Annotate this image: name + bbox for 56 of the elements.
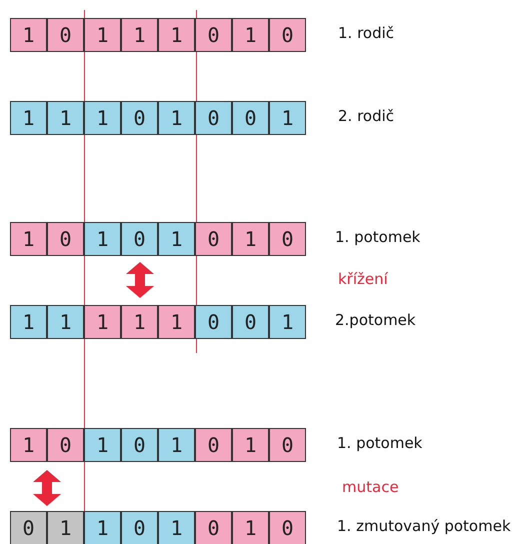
bit-cell: 1 bbox=[10, 101, 47, 135]
bit-cell: 1 bbox=[84, 101, 121, 135]
bit-cell: 0 bbox=[232, 101, 269, 135]
bit-cell: 1 bbox=[158, 18, 195, 52]
row-label: 2.potomek bbox=[335, 311, 416, 329]
bit-cell: 1 bbox=[232, 511, 269, 544]
row-label: 1. zmutovaný potomek bbox=[337, 517, 511, 535]
bit-cell: 1 bbox=[47, 101, 84, 135]
row-label: 2. rodič bbox=[338, 107, 394, 125]
bit-cell: 0 bbox=[47, 428, 84, 462]
bit-cell: 0 bbox=[195, 101, 232, 135]
operation-label: mutace bbox=[342, 478, 399, 496]
bit-cell: 0 bbox=[269, 511, 306, 544]
row-label: 1. potomek bbox=[335, 228, 420, 246]
bit-cell: 1 bbox=[158, 305, 195, 339]
bit-cell: 0 bbox=[195, 511, 232, 544]
bit-cell: 1 bbox=[121, 305, 158, 339]
row-label: 1. rodič bbox=[338, 24, 394, 42]
bit-cell: 1 bbox=[47, 305, 84, 339]
bit-cell: 0 bbox=[121, 428, 158, 462]
bit-cell: 0 bbox=[269, 18, 306, 52]
bit-cell: 0 bbox=[195, 428, 232, 462]
bit-cell: 0 bbox=[195, 18, 232, 52]
bit-cell: 0 bbox=[269, 428, 306, 462]
bit-cell: 0 bbox=[10, 511, 47, 544]
bit-cell: 1 bbox=[158, 428, 195, 462]
bit-cell: 0 bbox=[195, 305, 232, 339]
bit-cell: 1 bbox=[84, 305, 121, 339]
bit-cell: 1 bbox=[10, 428, 47, 462]
bit-cell: 1 bbox=[232, 222, 269, 256]
bit-cell: 0 bbox=[232, 305, 269, 339]
bit-cell: 1 bbox=[121, 18, 158, 52]
bit-cell: 0 bbox=[121, 511, 158, 544]
bit-cell: 1 bbox=[158, 511, 195, 544]
row-label: 1. potomek bbox=[337, 434, 422, 452]
bit-cell: 1 bbox=[84, 18, 121, 52]
bit-cell: 1 bbox=[47, 511, 84, 544]
bit-cell: 0 bbox=[47, 18, 84, 52]
bit-cell: 1 bbox=[158, 222, 195, 256]
bit-cell: 1 bbox=[10, 305, 47, 339]
bit-cell: 1 bbox=[232, 18, 269, 52]
bit-cell: 1 bbox=[269, 101, 306, 135]
bit-cell: 1 bbox=[10, 18, 47, 52]
bit-cell: 1 bbox=[10, 222, 47, 256]
bit-cell: 1 bbox=[232, 428, 269, 462]
bit-cell: 0 bbox=[121, 222, 158, 256]
bit-cell: 1 bbox=[269, 305, 306, 339]
operation-label: křížení bbox=[338, 270, 388, 288]
bit-cell: 1 bbox=[84, 222, 121, 256]
bit-cell: 0 bbox=[47, 222, 84, 256]
bit-cell: 1 bbox=[158, 101, 195, 135]
bit-cell: 1 bbox=[84, 511, 121, 544]
bit-cell: 0 bbox=[121, 101, 158, 135]
bit-cell: 1 bbox=[84, 428, 121, 462]
bit-cell: 0 bbox=[195, 222, 232, 256]
bit-cell: 0 bbox=[269, 222, 306, 256]
